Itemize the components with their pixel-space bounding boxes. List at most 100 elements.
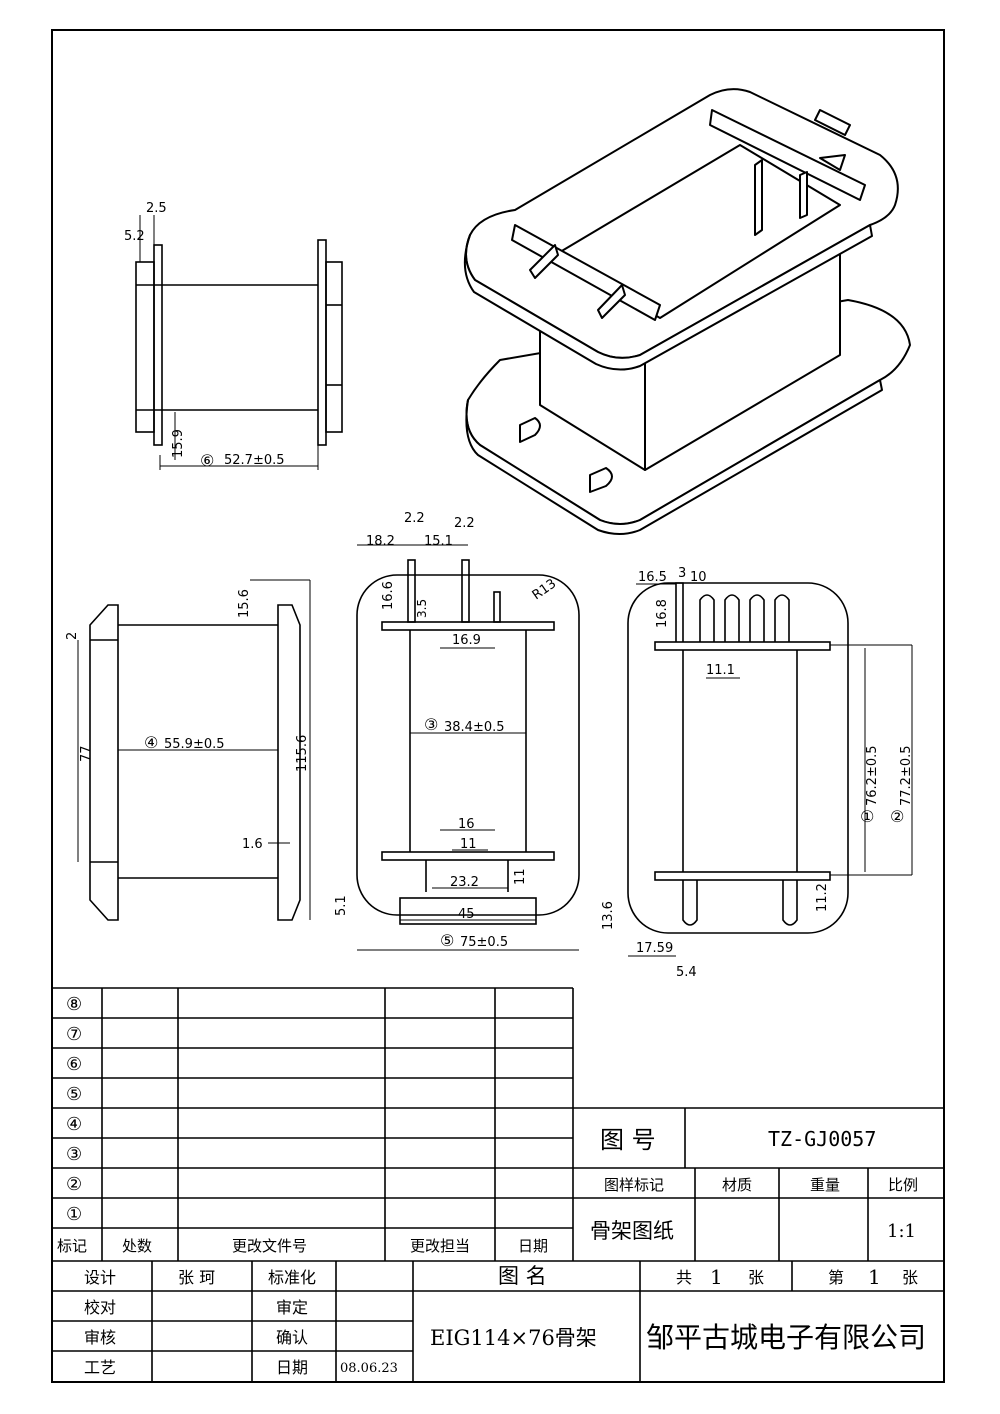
mid-pin-3 xyxy=(493,591,501,623)
drawing-type: 骨架图纸 xyxy=(590,1219,674,1243)
top-rail-back xyxy=(709,109,866,201)
side-flange-left-inner xyxy=(153,244,163,446)
mid-pin-1 xyxy=(407,559,416,623)
bottom-slot-left xyxy=(519,417,541,443)
pin-5 xyxy=(819,154,846,171)
dim-label: 45 xyxy=(458,907,475,922)
pin-3 xyxy=(754,159,763,236)
sheet-border xyxy=(51,29,945,1383)
dim-label: 16.6 xyxy=(381,581,396,610)
revision-header-count: 处数 xyxy=(122,1237,152,1255)
dim-label: 1.6 xyxy=(242,837,263,852)
dim-label: 17.59 xyxy=(636,941,673,956)
revision-marker: ③ xyxy=(66,1144,82,1165)
total-label: 共 xyxy=(676,1268,692,1287)
part-name: EIG114×76骨架 xyxy=(430,1326,597,1350)
dim-label: R13 xyxy=(530,576,560,603)
dim-label: 11.2 xyxy=(815,883,830,912)
bottom-slot-right xyxy=(589,467,613,493)
dim-label: 3.5 xyxy=(415,599,429,618)
right-pin-4 xyxy=(749,594,765,642)
dim-label: 55.9±0.5 xyxy=(164,737,225,752)
left-view xyxy=(77,579,311,921)
right-bottom-bar xyxy=(654,871,831,881)
page-value: 1 xyxy=(868,1265,881,1289)
dim-label: 10 xyxy=(690,570,707,585)
mid-top-bar xyxy=(381,621,555,631)
isometric-view xyxy=(463,88,911,535)
revision-marker: ⑤ xyxy=(66,1084,82,1105)
left-flange-right xyxy=(277,604,301,921)
dim-label: 16.5 xyxy=(638,570,667,585)
dim-label: 13.6 xyxy=(601,901,616,930)
mid-outline xyxy=(356,574,580,916)
dim-label: 2 xyxy=(65,632,80,640)
confirm-label: 确认 xyxy=(276,1328,308,1347)
revision-marker: ⑦ xyxy=(66,1024,82,1045)
dim-index: ① xyxy=(860,807,874,826)
dim-index: ⑤ xyxy=(440,931,454,950)
meta-header-mark: 图样标记 xyxy=(604,1176,664,1194)
drawing-no-value: TZ-GJ0057 xyxy=(768,1127,876,1151)
revision-header-date: 日期 xyxy=(518,1237,548,1255)
dim-label: 52.7±0.5 xyxy=(224,453,285,468)
revision-header-doc: 更改文件号 xyxy=(232,1237,307,1255)
side-flange-left xyxy=(135,261,155,433)
design-label: 设计 xyxy=(84,1268,116,1287)
review-label: 审定 xyxy=(276,1298,308,1317)
page-label: 第 xyxy=(828,1268,844,1287)
revision-marker: ② xyxy=(66,1174,82,1195)
meta-block xyxy=(573,1107,944,1261)
dim-label: 23.2 xyxy=(450,875,479,890)
total-unit: 张 xyxy=(748,1268,764,1287)
dim-label: 15.6 xyxy=(237,589,252,618)
page-unit: 张 xyxy=(902,1268,918,1287)
dim-label: 16.9 xyxy=(452,633,481,648)
scale-value: 1:1 xyxy=(887,1221,916,1242)
dim-label: 77 xyxy=(79,745,94,762)
dim-label: 3 xyxy=(678,566,686,581)
dim-label: 2.2 xyxy=(404,511,425,526)
dim-label: 76.2±0.5 xyxy=(865,745,880,806)
revision-table xyxy=(52,987,944,1262)
dim-label: 75±0.5 xyxy=(460,935,508,950)
dim-label: 18.2 xyxy=(366,534,395,549)
side-flange-right-outer xyxy=(325,261,343,433)
drawing-no-label: 图 号 xyxy=(600,1126,656,1154)
pin-1 xyxy=(529,244,559,279)
dim-index: ② xyxy=(890,807,904,826)
name-label: 图 名 xyxy=(498,1264,547,1288)
dim-label: 11 xyxy=(513,868,528,885)
dim-label: 5.4 xyxy=(676,965,697,980)
right-notch-1 xyxy=(682,880,698,926)
dim-label: 15.9 xyxy=(171,429,186,458)
revision-marker: ⑧ xyxy=(66,994,82,1015)
revision-header-mark: 标记 xyxy=(57,1237,87,1255)
date-value: 08.06.23 xyxy=(340,1361,398,1376)
side-view xyxy=(135,215,343,470)
company-name: 邹平古城电子有限公司 xyxy=(646,1321,926,1354)
right-notch-2 xyxy=(782,880,798,926)
dim-label: 2.2 xyxy=(454,516,475,531)
meta-header-scale: 比例 xyxy=(888,1176,918,1194)
dim-label: 15.1 xyxy=(424,534,453,549)
standard-label: 标准化 xyxy=(268,1268,316,1287)
top-flange-edge xyxy=(463,224,873,371)
middle-view xyxy=(356,544,580,951)
meta-header-material: 材质 xyxy=(722,1176,752,1194)
pin-2 xyxy=(597,284,626,319)
audit-label: 审核 xyxy=(84,1328,116,1347)
dim-label: 5.2 xyxy=(124,229,145,244)
bottom-flange-edge xyxy=(465,379,883,535)
right-outline xyxy=(627,582,849,934)
dim-label: 16.8 xyxy=(655,599,670,628)
side-flange-right xyxy=(317,239,327,446)
meta-header-weight: 重量 xyxy=(810,1176,840,1194)
revision-marker: ④ xyxy=(66,1114,82,1135)
right-pin-1 xyxy=(675,582,684,642)
revision-header-owner: 更改担当 xyxy=(410,1237,470,1255)
left-flange-left xyxy=(89,604,119,921)
mid-pin-2 xyxy=(461,559,470,623)
dim-label: 16 xyxy=(458,817,475,832)
